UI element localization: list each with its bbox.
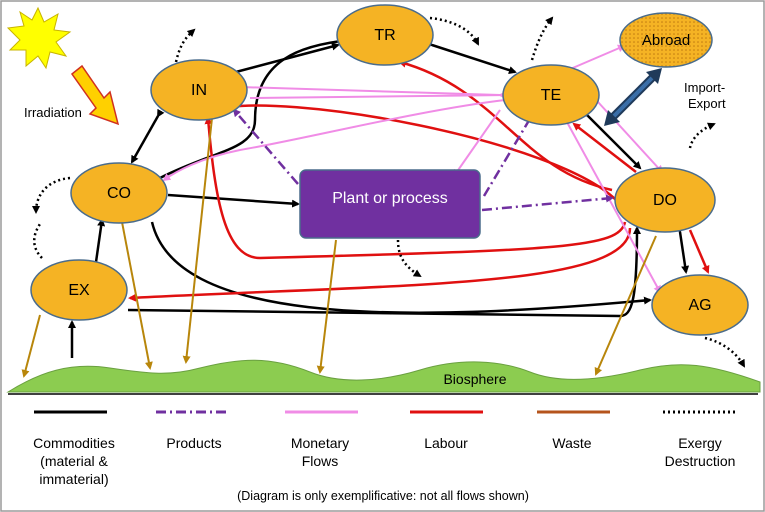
node-co[interactable]: CO	[70, 162, 168, 224]
node-ex[interactable]: EX	[30, 259, 128, 321]
node-co-label: CO	[107, 185, 131, 202]
node-in[interactable]: IN	[150, 59, 248, 121]
import-export-arrow-icon	[604, 68, 662, 126]
legend-monetary-line2: Flows	[302, 453, 339, 469]
node-in-label: IN	[191, 82, 207, 99]
node-abroad-label: Abroad	[642, 32, 690, 49]
node-te-label: TE	[541, 87, 561, 104]
product-flows	[232, 108, 614, 212]
legend-exergy-line2: Destruction	[665, 453, 736, 469]
exergy-flows	[32, 16, 746, 368]
legend-commodities-line1: Commodities	[33, 435, 115, 451]
node-tr[interactable]: TR	[336, 4, 434, 66]
legend: Commodities (material & immaterial) Prod…	[33, 410, 737, 487]
legend-commodities-line2: (material &	[40, 453, 108, 469]
legend-products: Products	[166, 435, 221, 451]
diagram-note: (Diagram is only exemplificative: not al…	[237, 489, 529, 503]
node-ag-label: AG	[688, 297, 711, 314]
node-do-label: DO	[653, 192, 677, 209]
biosphere-label: Biosphere	[443, 371, 506, 387]
legend-waste: Waste	[552, 435, 591, 451]
biosphere-ground	[6, 359, 761, 393]
node-ag[interactable]: AG	[651, 274, 749, 336]
node-abroad[interactable]: Abroad	[619, 12, 713, 68]
import-export-label-2: Export	[688, 96, 726, 111]
legend-commodities-line3: immaterial)	[39, 471, 108, 487]
node-te[interactable]: TE	[502, 64, 600, 126]
node-plant-or-process[interactable]: Plant or process	[299, 169, 481, 239]
waste-flows	[21, 117, 657, 378]
irradiation-label: Irradiation	[24, 105, 82, 120]
legend-exergy-line1: Exergy	[678, 435, 722, 451]
plant-label: Plant or process	[332, 190, 448, 207]
node-do[interactable]: DO	[614, 167, 716, 233]
legend-monetary-line1: Monetary	[291, 435, 349, 451]
node-ex-label: EX	[68, 282, 90, 299]
legend-labour: Labour	[424, 435, 468, 451]
node-tr-label: TR	[374, 27, 395, 44]
irradiation-arrow-icon	[70, 64, 120, 126]
import-export-label-1: Import-	[684, 80, 725, 95]
sun-icon	[6, 6, 72, 70]
